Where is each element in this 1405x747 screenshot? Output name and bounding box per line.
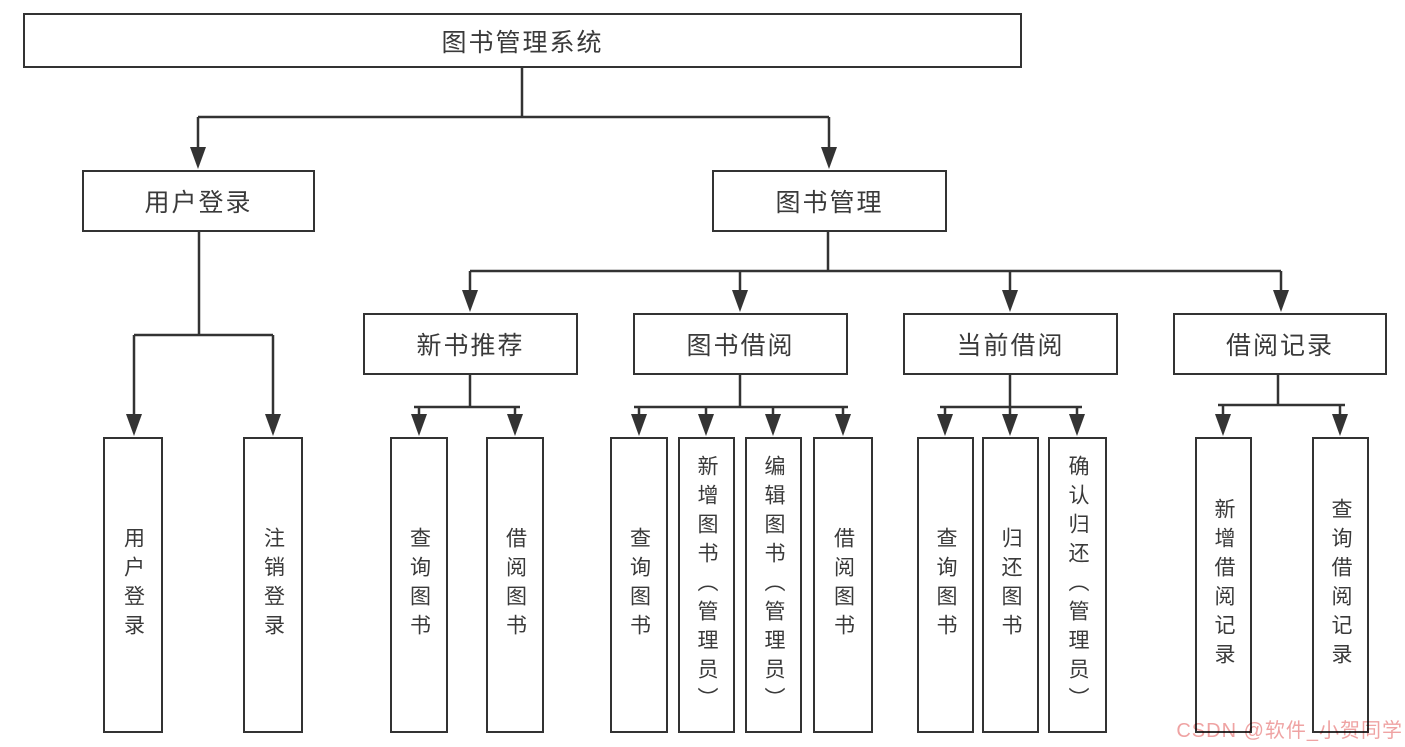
arrow-down-icon bbox=[1215, 414, 1231, 436]
leaf-recommend-query-books: 查询图书 bbox=[390, 437, 448, 733]
arrow-down-icon bbox=[507, 414, 523, 436]
leaf-borrowing-edit-books-admin: 编辑图书（管理员） bbox=[745, 437, 802, 733]
arrow-down-icon bbox=[126, 414, 142, 436]
arrow-down-icon bbox=[1002, 414, 1018, 436]
arrow-down-icon bbox=[1332, 414, 1348, 436]
node-book-management: 图书管理 bbox=[712, 170, 947, 232]
arrow-down-icon bbox=[698, 414, 714, 436]
leaf-user-login: 用户登录 bbox=[103, 437, 163, 733]
arrow-down-icon bbox=[631, 414, 647, 436]
arrow-down-icon bbox=[1069, 414, 1085, 436]
arrow-down-icon bbox=[765, 414, 781, 436]
arrow-down-icon bbox=[462, 290, 478, 312]
leaf-borrowing-query-books: 查询图书 bbox=[610, 437, 668, 733]
node-current-borrowing: 当前借阅 bbox=[903, 313, 1118, 375]
node-library-management-system: 图书管理系统 bbox=[23, 13, 1022, 68]
arrow-down-icon bbox=[937, 414, 953, 436]
leaf-logout: 注销登录 bbox=[243, 437, 303, 733]
node-new-book-recommendation: 新书推荐 bbox=[363, 313, 578, 375]
arrow-down-icon bbox=[821, 147, 837, 169]
arrow-down-icon bbox=[411, 414, 427, 436]
arrow-down-icon bbox=[1273, 290, 1289, 312]
leaf-current-confirm-return-admin: 确认归还（管理员） bbox=[1048, 437, 1107, 733]
node-book-borrowing: 图书借阅 bbox=[633, 313, 848, 375]
leaf-borrowing-borrow-books: 借阅图书 bbox=[813, 437, 873, 733]
arrow-down-icon bbox=[835, 414, 851, 436]
leaf-recommend-borrow-books: 借阅图书 bbox=[486, 437, 544, 733]
arrow-down-icon bbox=[1002, 290, 1018, 312]
leaf-current-query-books: 查询图书 bbox=[917, 437, 974, 733]
leaf-current-return-books: 归还图书 bbox=[982, 437, 1039, 733]
csdn-watermark: CSDN @软件_小贺同学 bbox=[1176, 720, 1403, 742]
arrow-down-icon bbox=[190, 147, 206, 169]
arrow-down-icon bbox=[732, 290, 748, 312]
node-user-login: 用户登录 bbox=[82, 170, 315, 232]
leaf-records-add-borrow-record: 新增借阅记录 bbox=[1195, 437, 1252, 733]
leaf-records-query-borrow-record: 查询借阅记录 bbox=[1312, 437, 1369, 733]
node-borrowing-records: 借阅记录 bbox=[1173, 313, 1387, 375]
leaf-borrowing-add-books-admin: 新增图书（管理员） bbox=[678, 437, 735, 733]
arrow-down-icon bbox=[265, 414, 281, 436]
arrowhead-icons bbox=[126, 147, 1348, 436]
